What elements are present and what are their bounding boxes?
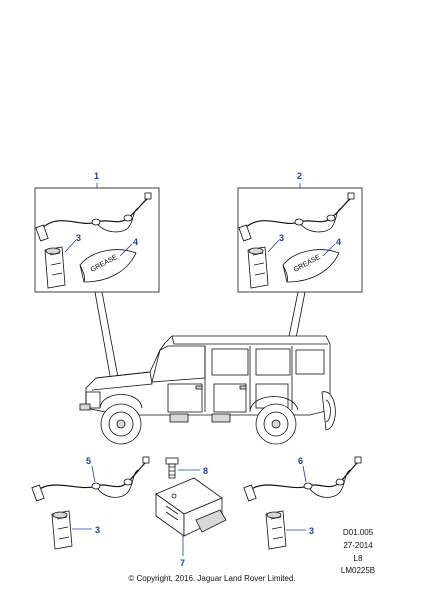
callout-4-box2: 4 [336,237,341,247]
callout-2: 2 [297,171,302,181]
callout-1: 1 [94,171,99,181]
sensor-cable-front [31,456,150,502]
reference-code-1: D01.005 [342,528,374,537]
kit-box-2: GREASE [237,187,363,293]
callout-7: 7 [180,558,185,568]
abs-module-part [155,477,227,556]
bolt-part [165,457,200,479]
reference-code-3: L8 [353,554,363,563]
callout-6: 6 [298,456,303,466]
callout-3-lower-right: 3 [309,526,314,536]
callout-8: 8 [203,466,208,476]
callout-3-box2: 3 [279,233,284,243]
clip-lower-left [51,510,92,550]
reference-code-2: 27-2014 [343,541,373,550]
callout-4-box1: 4 [133,237,138,247]
kit-box-1: GREASE [34,187,160,293]
callout-3-lower-left: 3 [95,525,100,535]
callout-3-box1: 3 [76,233,81,243]
vehicle-illustration [79,335,336,445]
sensor-cable-rear [243,456,362,502]
copyright-notice: © Copyright, 2016. Jaguar Land Rover Lim… [128,574,296,583]
clip-lower-right [265,510,306,550]
callout-5: 5 [86,456,91,466]
reference-code-4: LM0225B [340,566,376,575]
